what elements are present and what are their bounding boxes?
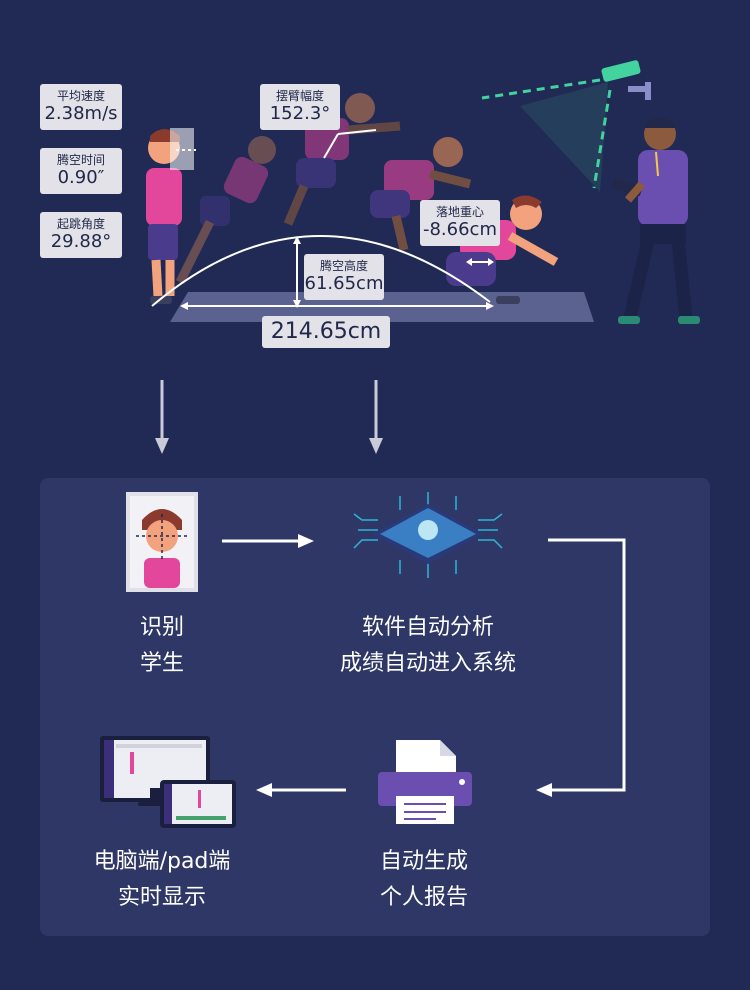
- metric-speed-value: 2.38m/s: [44, 103, 118, 124]
- metric-landing-cog-label: 落地重心: [435, 205, 484, 219]
- metric-landing-cog-value: -8.66cm: [422, 219, 497, 240]
- jumper-pose-4: [370, 137, 472, 252]
- metric-airtime-label: 腾空时间: [56, 153, 105, 167]
- metric-arm-swing: 摆臂幅度 152.3°: [260, 84, 340, 130]
- ai-chip-icon: [353, 492, 503, 578]
- metric-air-height-value: 61.65cm: [304, 273, 384, 294]
- metric-takeoff-angle-label: 起跳角度: [56, 217, 105, 231]
- step-report: 自动生成 个人报告: [354, 844, 494, 916]
- metric-speed: 平均速度 2.38m/s: [40, 84, 122, 130]
- jump-distance: 214.65cm: [262, 316, 390, 348]
- computer-icon: [100, 736, 210, 806]
- metric-arm-swing-value: 152.3°: [269, 103, 331, 124]
- step-analyze-line2: 成绩自动进入系统: [339, 651, 516, 676]
- metric-takeoff-angle-value: 29.88°: [50, 231, 112, 252]
- step-analyze: 软件自动分析 成绩自动进入系统: [308, 610, 548, 682]
- metric-air-height: 腾空高度 61.65cm: [304, 254, 384, 300]
- arrow-left-1: [256, 783, 346, 797]
- down-arrow-left: [155, 380, 169, 454]
- metric-arm-swing-label: 摆臂幅度: [275, 89, 324, 103]
- step-identify: 识别 学生: [112, 610, 212, 682]
- step-identify-line2: 学生: [139, 651, 184, 676]
- step-display-line1: 电脑端/pad端: [93, 849, 231, 874]
- connector-to-report: [536, 538, 626, 797]
- jump-arc: [151, 235, 491, 307]
- camera-icon: [601, 60, 651, 100]
- metric-landing-cog: 落地重心 -8.66cm: [420, 200, 500, 246]
- metric-speed-label: 平均速度: [56, 89, 105, 103]
- step-analyze-line1: 软件自动分析: [361, 615, 494, 640]
- step-display-line2: 实时显示: [117, 885, 206, 910]
- down-arrow-right: [369, 380, 383, 454]
- step-report-line2: 个人报告: [379, 885, 468, 910]
- long-jump-scene: [146, 60, 700, 454]
- metric-air-height-label: 腾空高度: [319, 259, 368, 273]
- metric-airtime: 腾空时间 0.90″: [40, 148, 122, 194]
- jumper-pose-2: [175, 136, 276, 285]
- step-identify-line1: 识别: [139, 615, 184, 640]
- camera-view-cone: [520, 82, 608, 192]
- step-display: 电脑端/pad端 实时显示: [72, 844, 252, 916]
- tablet-icon: [160, 780, 236, 828]
- arrow-right-1: [222, 534, 314, 548]
- step-report-line1: 自动生成: [379, 849, 468, 874]
- metric-takeoff-angle: 起跳角度 29.88°: [40, 212, 122, 258]
- student-photo-icon: [126, 492, 198, 592]
- teacher-with-tablet: [611, 117, 700, 324]
- printer-icon: [378, 740, 472, 824]
- metric-airtime-value: 0.90″: [57, 167, 105, 188]
